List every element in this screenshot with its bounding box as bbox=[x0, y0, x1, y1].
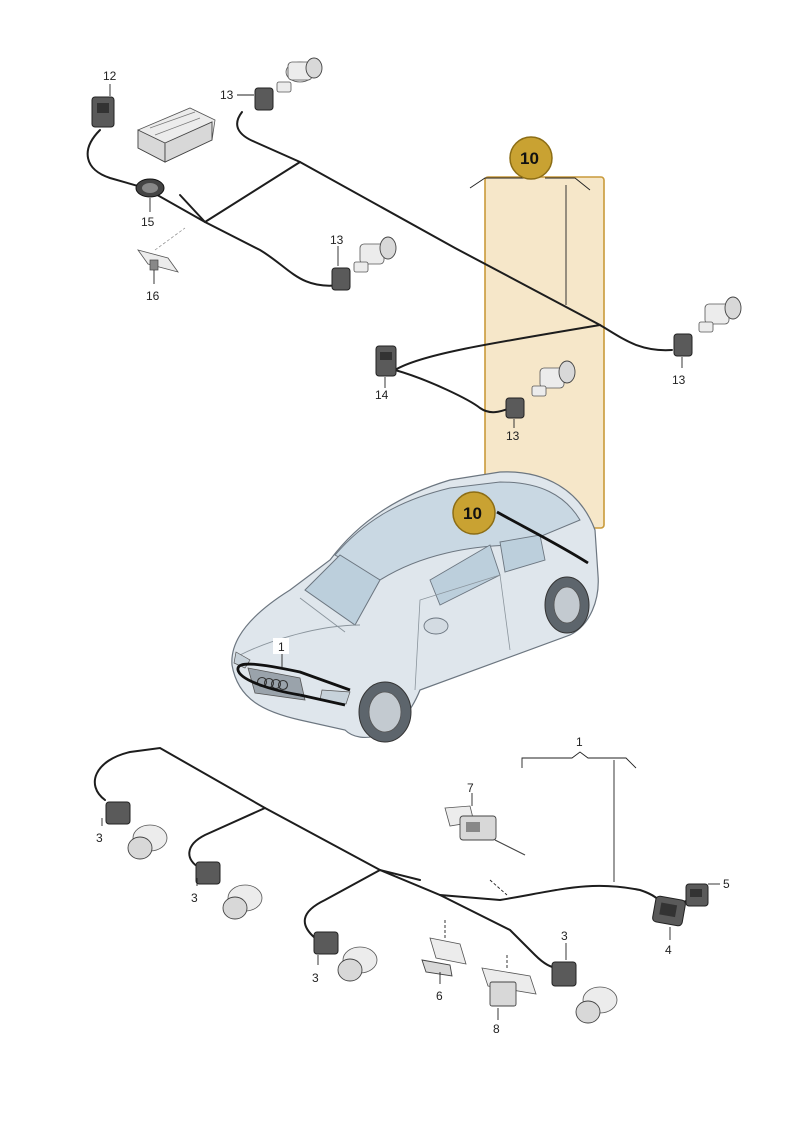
callout-5: 5 bbox=[723, 877, 730, 891]
callout-7: 7 bbox=[467, 781, 474, 795]
callout-15: 15 bbox=[141, 215, 155, 229]
badge-10-car: 10 bbox=[452, 491, 496, 535]
callout-4: 4 bbox=[665, 943, 672, 957]
callouts: 12 13 15 16 13 13 14 13 1 1 3 3 bbox=[96, 69, 730, 1036]
badge-10-top: 10 bbox=[509, 136, 553, 180]
grommet-15 bbox=[135, 178, 165, 198]
sensor-13-c bbox=[673, 296, 742, 357]
sensor-3-a bbox=[105, 801, 168, 860]
bracket-16 bbox=[137, 227, 186, 273]
bracket-6 bbox=[421, 937, 467, 977]
front-harness bbox=[93, 746, 691, 969]
connector-14 bbox=[375, 345, 397, 377]
connector-4 bbox=[652, 895, 686, 927]
callout-8: 8 bbox=[493, 1022, 500, 1036]
callout-3: 3 bbox=[561, 929, 568, 943]
callout-13: 13 bbox=[672, 373, 686, 387]
car-illustration bbox=[231, 471, 599, 743]
sensor-3-d bbox=[551, 961, 618, 1024]
control-module bbox=[137, 107, 216, 163]
callout-13: 13 bbox=[506, 429, 520, 443]
callout-1: 1 bbox=[278, 640, 285, 654]
sensor-13-b bbox=[331, 236, 397, 291]
clip-7 bbox=[444, 805, 526, 856]
callout-13: 13 bbox=[330, 233, 344, 247]
svg-text:10: 10 bbox=[520, 149, 539, 168]
callout-3: 3 bbox=[312, 971, 319, 985]
connector-12 bbox=[91, 96, 115, 128]
sensor-13-a bbox=[254, 57, 323, 111]
callout-1: 1 bbox=[576, 735, 583, 749]
sensor-3-c bbox=[313, 931, 378, 982]
callout-3: 3 bbox=[96, 831, 103, 845]
rear-harness bbox=[86, 111, 673, 414]
sensor-3-b bbox=[195, 861, 263, 920]
callout-13: 13 bbox=[220, 88, 234, 102]
callout-16: 16 bbox=[146, 289, 160, 303]
callout-6: 6 bbox=[436, 989, 443, 1003]
callout-12: 12 bbox=[103, 69, 117, 83]
callout-14: 14 bbox=[375, 388, 389, 402]
sensor-13-d bbox=[505, 360, 576, 419]
callout-3: 3 bbox=[191, 891, 198, 905]
svg-text:10: 10 bbox=[463, 504, 482, 523]
bracket-8 bbox=[481, 967, 537, 1007]
connector-5 bbox=[685, 883, 709, 907]
